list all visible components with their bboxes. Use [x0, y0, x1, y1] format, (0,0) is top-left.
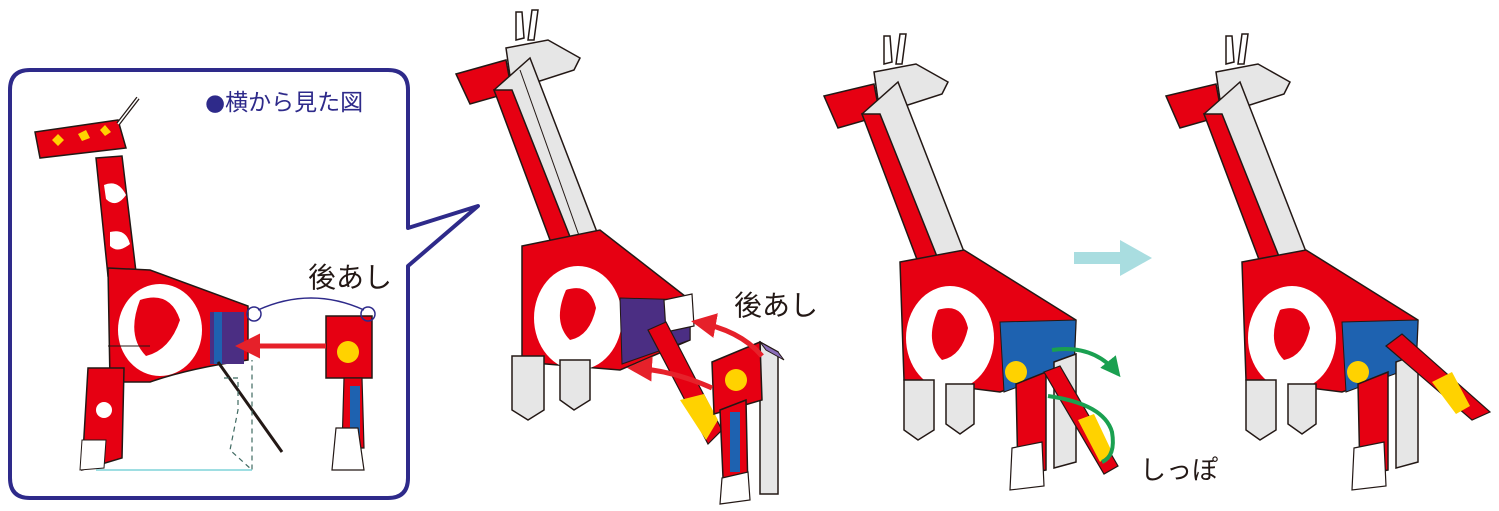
inset-title-text: 横から見た図	[225, 90, 364, 116]
inset-hind-leg-piece	[325, 315, 373, 471]
inset-hind-leg-label: 後あし	[308, 261, 393, 294]
inset-giraffe-front-leg	[79, 367, 125, 472]
step2-giraffe	[454, 9, 785, 505]
inset-dashed-guide	[224, 360, 253, 472]
step2-attach-arrow-lower	[627, 356, 714, 391]
side-view-inset	[8, 68, 480, 500]
inset-connection-arc	[257, 297, 365, 311]
step3-giraffe	[822, 33, 1121, 491]
inset-title-bullet: ●	[205, 90, 226, 116]
step2-hind-leg-label: 後あし	[734, 289, 819, 322]
inset-giraffe-head	[34, 96, 140, 159]
step4-giraffe	[1164, 33, 1492, 491]
next-step-arrow	[1074, 240, 1152, 276]
inset-title: ●横から見た図	[205, 92, 363, 115]
inset-giraffe-body	[107, 267, 249, 383]
step3-tail-arrow-upper	[1051, 347, 1121, 378]
inset-giraffe-neck	[95, 155, 137, 277]
step3-tail-label: しっぽ	[1140, 456, 1219, 486]
inset-support-stick	[216, 361, 284, 453]
step3-tail-arrow-lower	[1047, 394, 1115, 464]
step2-attach-arrow-upper	[691, 313, 764, 358]
